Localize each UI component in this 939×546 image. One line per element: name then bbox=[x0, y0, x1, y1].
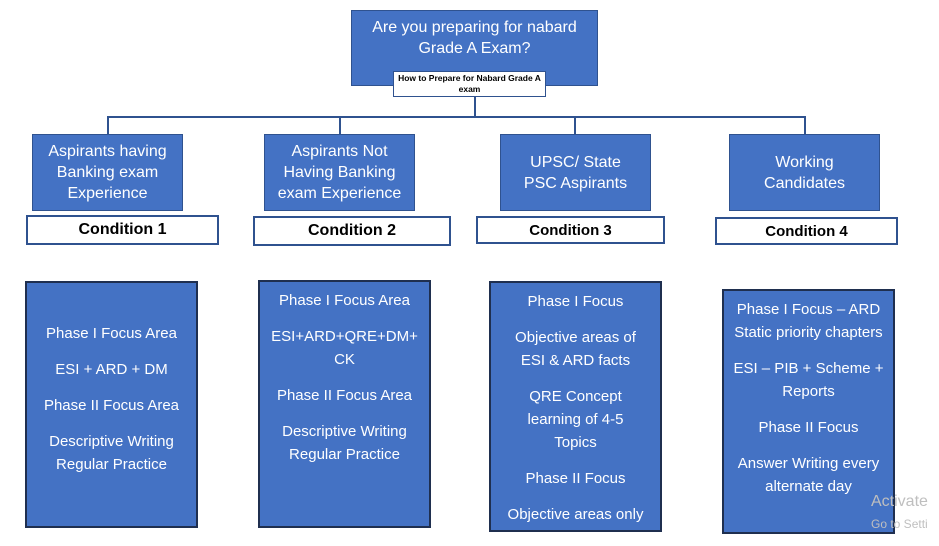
root-subtitle-box: How to Prepare for Nabard Grade A exam bbox=[393, 71, 546, 97]
condition-label: Condition 4 bbox=[765, 222, 848, 240]
root-subtitle-text: How to Prepare for Nabard Grade A exam bbox=[398, 73, 541, 94]
category-box-working-candidates: Working Candidates bbox=[729, 134, 880, 211]
detail-point: ESI + ARD + DM bbox=[55, 361, 168, 378]
detail-box-condition-3: Phase I Focus Objective areas of ESI & A… bbox=[489, 281, 662, 532]
connector-branch-1 bbox=[107, 116, 109, 135]
category-label: UPSC/ State PSC Aspirants bbox=[523, 153, 628, 192]
detail-point: Phase I Focus Area bbox=[279, 292, 410, 309]
detail-point: QRE Concept learning of 4-5 Topics bbox=[527, 388, 624, 451]
condition-box-2: Condition 2 bbox=[253, 216, 451, 246]
category-box-banking-experience: Aspirants having Banking exam Experience bbox=[32, 134, 183, 211]
settings-watermark: Go to Setti bbox=[871, 517, 928, 531]
category-box-upsc-psc: UPSC/ State PSC Aspirants bbox=[500, 134, 651, 211]
detail-point: Phase II Focus Area bbox=[276, 387, 413, 404]
category-label: Aspirants Not Having Banking exam Experi… bbox=[277, 143, 402, 202]
detail-point: Phase I Focus Area bbox=[46, 325, 177, 342]
detail-point: Objective areas of ESI & ARD facts bbox=[515, 329, 636, 369]
connector-branch-2 bbox=[339, 116, 341, 135]
detail-point: Phase II Focus Area bbox=[43, 397, 180, 414]
detail-box-condition-4: Phase I Focus – ARD Static priority chap… bbox=[722, 289, 895, 534]
detail-point: Phase I Focus bbox=[527, 293, 624, 310]
category-label: Working Candidates bbox=[764, 153, 845, 192]
condition-box-1: Condition 1 bbox=[26, 215, 219, 245]
detail-point: Phase I Focus – ARD Static priority chap… bbox=[734, 301, 883, 341]
category-label: Aspirants having Banking exam Experience bbox=[48, 143, 167, 202]
detail-point: Phase II Focus bbox=[525, 470, 626, 487]
detail-box-condition-1: Phase I Focus Area ESI + ARD + DM Phase … bbox=[25, 281, 198, 528]
condition-label: Condition 2 bbox=[308, 222, 396, 239]
detail-box-condition-2: Phase I Focus Area ESI+ARD+QRE+DM+ CK Ph… bbox=[258, 280, 431, 528]
connector-branch-3 bbox=[574, 116, 576, 135]
condition-box-3: Condition 3 bbox=[476, 216, 665, 244]
detail-point: Answer Writing every alternate day bbox=[737, 455, 880, 495]
detail-point: Descriptive Writing Regular Practice bbox=[49, 433, 174, 473]
detail-point: ESI+ARD+QRE+DM+ CK bbox=[271, 328, 418, 368]
detail-point: ESI – PIB + Scheme + Reports bbox=[733, 360, 884, 400]
condition-label: Condition 3 bbox=[529, 221, 612, 239]
root-question-text: Are you preparing for nabard Grade A Exa… bbox=[372, 19, 577, 57]
category-box-no-banking-experience: Aspirants Not Having Banking exam Experi… bbox=[264, 134, 415, 211]
detail-point: Phase II Focus bbox=[758, 419, 859, 436]
detail-point: Objective areas only bbox=[507, 506, 644, 523]
detail-point: Descriptive Writing Regular Practice bbox=[282, 423, 407, 463]
condition-box-4: Condition 4 bbox=[715, 217, 898, 245]
connector-branch-4 bbox=[804, 116, 806, 135]
activate-watermark: Activate bbox=[871, 493, 928, 510]
condition-label: Condition 1 bbox=[78, 221, 167, 238]
connector-stem bbox=[474, 97, 476, 117]
connector-horizontal bbox=[107, 116, 806, 118]
